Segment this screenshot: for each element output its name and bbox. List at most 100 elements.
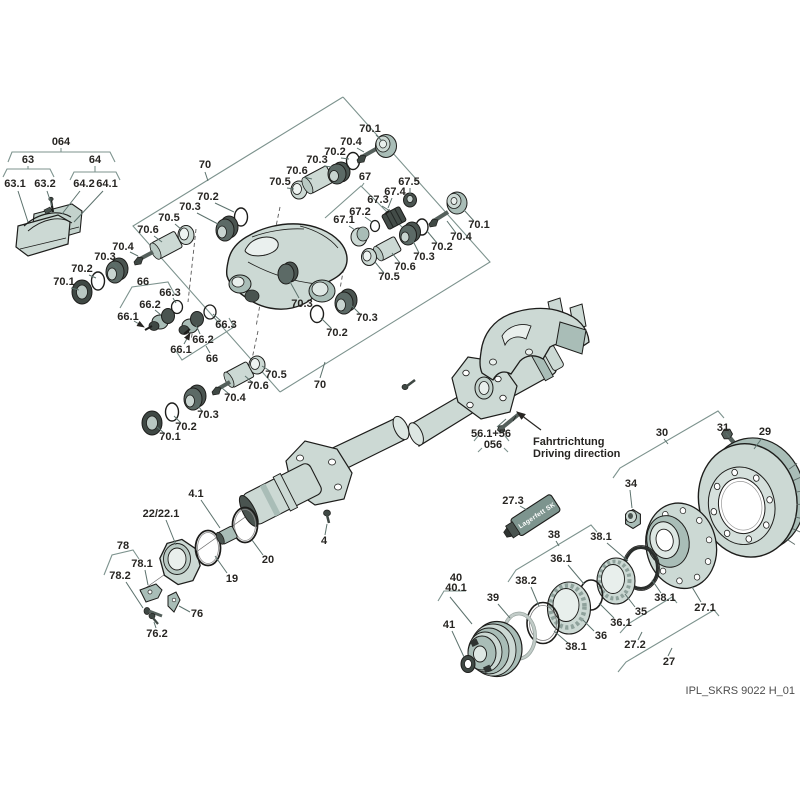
part-callout-78-1: 78.1	[131, 558, 152, 570]
part-callout-38-1: 38.1	[654, 592, 675, 604]
axle-beam-drawing	[238, 390, 475, 527]
leader-line-70-2	[426, 230, 438, 244]
part-callout-67-1: 67.1	[333, 214, 354, 226]
part-callout-70-2: 70.2	[324, 146, 345, 158]
part-callout-67-5: 67.5	[398, 176, 419, 188]
leader-line-56-1-56	[496, 418, 507, 428]
part-callout-38: 38	[548, 529, 560, 541]
leader-line-70-3	[323, 165, 333, 168]
part-callout-38-2: 38.2	[515, 575, 536, 587]
direction-note-de: Fahrtrichtung	[533, 436, 605, 448]
part-callout-4-1: 4.1	[188, 488, 203, 500]
leader-line-38-1	[606, 542, 629, 562]
leader-line-70-4	[356, 147, 365, 153]
part-callout-70-6: 70.6	[137, 224, 158, 236]
part-callout-70-5: 70.5	[378, 271, 399, 283]
leader-line-4-1	[200, 499, 221, 529]
part-callout-70-6: 70.6	[247, 380, 268, 392]
part-callout-35: 35	[635, 606, 647, 618]
part-callout-70-3: 70.3	[94, 251, 115, 263]
part-callout-70-6: 70.6	[394, 261, 415, 273]
part-callout-70-1: 70.1	[53, 276, 74, 288]
part-callout-29: 29	[759, 426, 771, 438]
leader-line-70-5	[261, 365, 271, 372]
leader-line-70-3	[111, 262, 118, 269]
leader-line-70-3	[412, 240, 420, 254]
part-callout-67: 67	[359, 171, 371, 183]
leader-line-35	[624, 593, 636, 608]
part-callout-63-1: 63.1	[4, 178, 25, 190]
part-callout-66: 66	[206, 353, 218, 365]
guide-pin-seal-series-top	[290, 134, 397, 200]
part-callout-36-1: 36.1	[610, 617, 631, 629]
part-callout-70-2: 70.2	[197, 191, 218, 203]
leader-line-70	[204, 171, 209, 182]
leader-line-38-2	[530, 586, 540, 607]
part-callout-27-3: 27.3	[502, 495, 523, 507]
leader-line-63-2	[46, 190, 53, 207]
leader-line-70-3	[288, 279, 300, 299]
leader-line-70-1	[463, 209, 475, 222]
locking-plate-parts	[139, 583, 181, 625]
part-callout-78: 78	[117, 540, 129, 552]
leader-line-66	[205, 345, 211, 354]
axle-nut-and-washers	[159, 506, 259, 586]
part-callout-70-3: 70.3	[413, 251, 434, 263]
leader-line-41	[451, 630, 465, 658]
part-callout-70-2: 70.2	[326, 327, 347, 339]
part-callout-64: 64	[89, 154, 102, 166]
part-callout-70-4: 70.4	[112, 241, 134, 253]
leader-line-66-3	[212, 313, 222, 322]
leader-line-70-6	[303, 176, 313, 180]
leader-line-70-2	[173, 415, 182, 424]
part-callout-70-2: 70.2	[175, 421, 196, 433]
leader-line-70-3	[196, 212, 219, 225]
leader-line-76-2	[153, 621, 157, 629]
leader-line-78-1	[144, 569, 149, 586]
part-callout-66-1: 66.1	[117, 311, 138, 323]
leader-line-64-2	[61, 190, 81, 215]
leader-line-64-1	[73, 190, 104, 223]
part-callout-70-1: 70.1	[359, 123, 380, 135]
leader-line-70-2	[88, 274, 97, 279]
leader-line-27-3	[519, 505, 528, 511]
brake-pads-drawing	[15, 196, 83, 257]
part-callout-38-1: 38.1	[565, 641, 586, 653]
leader-line-66-1	[183, 332, 191, 345]
leader-line-70-4	[221, 387, 230, 395]
direction-note-en: Driving direction	[533, 448, 621, 460]
wheel-hub-drawing	[645, 502, 718, 590]
part-callout-56-1-56: 56.1+56	[471, 428, 511, 440]
leader-line-70-4	[129, 251, 139, 257]
part-callout-4: 4	[321, 535, 328, 547]
part-callout-70-3: 70.3	[197, 409, 218, 421]
leader-line-66-2	[195, 324, 201, 335]
caliper-piston-boot-parts	[277, 261, 358, 324]
part-callout-67-4: 67.4	[384, 186, 406, 198]
part-callout-70-2: 70.2	[431, 241, 452, 253]
part-callout-19: 19	[226, 573, 238, 585]
leader-line-63-1	[17, 190, 29, 223]
part-callout-67-2: 67.2	[349, 206, 370, 218]
part-callout-70-4: 70.4	[340, 136, 362, 148]
leader-line-38-1	[651, 579, 662, 594]
part-callout-70-4: 70.4	[224, 392, 246, 404]
brake-disc-drawing	[697, 437, 800, 558]
part-callout-40-1: 40.1	[445, 582, 466, 594]
leader-line-29	[753, 437, 763, 450]
part-callout-70-3: 70.3	[356, 312, 377, 324]
driving-direction-note: Fahrtrichtung Driving direction	[516, 411, 621, 460]
leader-line-70-3	[350, 304, 361, 315]
guide-pin-seal-series-left	[71, 207, 249, 305]
part-callout-31: 31	[717, 422, 729, 434]
part-callout-70-5: 70.5	[158, 212, 179, 224]
leader-line-36-1	[598, 602, 615, 619]
part-callout-30: 30	[656, 427, 668, 439]
part-callout-70-3: 70.3	[306, 154, 327, 166]
leader-line-34	[629, 489, 633, 509]
part-callout-36: 36	[595, 630, 607, 642]
part-callout-056: 056	[484, 439, 502, 451]
